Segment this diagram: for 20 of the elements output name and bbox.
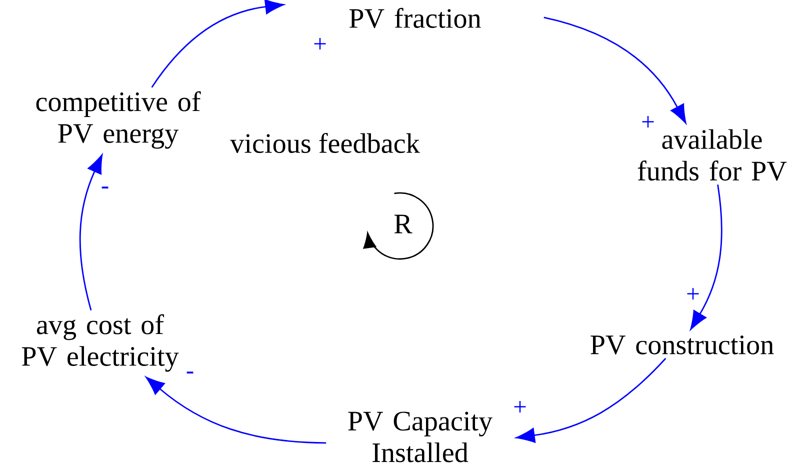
- variable-label: competitive of PV energy: [36, 91, 201, 149]
- text-label: R: [394, 214, 412, 234]
- arrow: [690, 184, 722, 330]
- edge-label: +: [639, 114, 657, 132]
- variable-label: PV construction: [590, 335, 774, 354]
- arrow: [151, 0, 284, 88]
- text-label: vicious feedback: [230, 132, 420, 154]
- edge-label: +: [511, 399, 529, 417]
- variable-label: avg cost of PV electricity: [22, 314, 179, 372]
- variable-label: PV fraction: [349, 8, 481, 28]
- edge-label: +: [684, 286, 702, 304]
- edge-label: -: [184, 370, 196, 380]
- variable-label: PV Capacity Installed: [348, 412, 493, 462]
- edge-label: +: [311, 36, 329, 54]
- arrow: [79, 154, 103, 311]
- arrow: [544, 16, 686, 124]
- arrow: [516, 358, 666, 443]
- edge-label: -: [99, 184, 111, 196]
- variable-label: available funds for PV: [638, 129, 787, 181]
- arrow: [146, 376, 326, 444]
